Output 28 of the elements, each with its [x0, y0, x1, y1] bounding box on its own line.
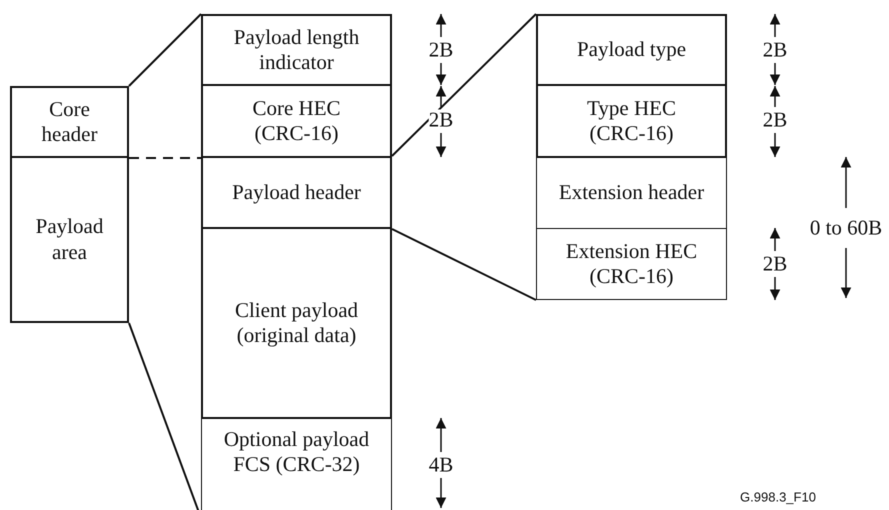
field-name: Payload type: [576, 37, 688, 63]
field-name: Type HEC (CRC-16): [586, 96, 677, 146]
expansion-line: [128, 13, 202, 87]
field-name: Core header: [40, 96, 98, 148]
field-name: Payload length indicator: [232, 24, 360, 76]
field-name: Extension header: [558, 180, 706, 206]
field-box: [201, 84, 392, 158]
field-box: [201, 418, 392, 510]
expansion-line: [392, 228, 536, 301]
expansion-line: [129, 157, 201, 159]
field-box: [10, 156, 129, 323]
figure-number: G.998.3_F10: [740, 490, 816, 504]
field-name: Core HEC (CRC-16): [251, 96, 342, 146]
field-name: Payload area: [34, 214, 104, 265]
field-box: [201, 156, 392, 229]
expansion-line: [391, 13, 537, 157]
field-name: Optional payload FCS (CRC-32): [222, 427, 370, 478]
field-box: [536, 14, 727, 86]
field-box: [10, 86, 129, 158]
field-box: [536, 228, 727, 300]
field-name: Client payload (original data): [234, 298, 360, 348]
field-name: Extension HEC (CRC-16): [564, 238, 698, 290]
field-box: [201, 14, 392, 86]
expansion-line: [128, 322, 202, 510]
field-box: [536, 84, 727, 158]
field-name: Payload header: [231, 180, 362, 206]
field-box: [201, 227, 392, 419]
field-box: [536, 157, 727, 229]
